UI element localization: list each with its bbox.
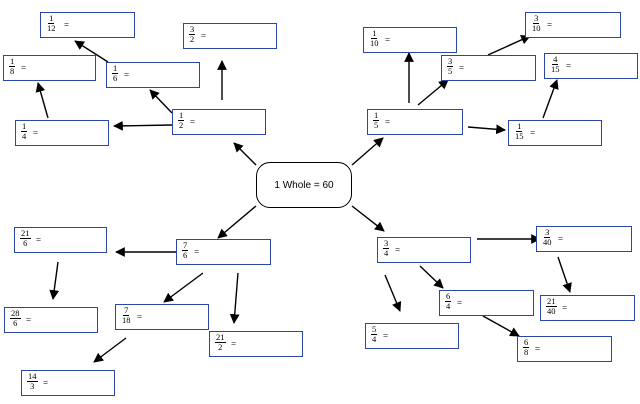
equals-sign: = <box>535 344 541 354</box>
equals-sign: = <box>137 312 143 322</box>
arrow-1-2-to-1-4 <box>113 120 173 131</box>
arrow-center-to-1-5 <box>351 137 384 166</box>
arrow-1-5-to-3-5 <box>417 79 449 106</box>
arrow-1-6-to-1-12 <box>74 40 109 63</box>
arrow-3-4-to-6-4 <box>419 265 444 289</box>
equals-sign: = <box>194 247 200 257</box>
equals-sign: = <box>383 331 389 341</box>
equals-sign: = <box>124 70 130 80</box>
equals-sign: = <box>562 303 568 313</box>
arrow-1-15-to-4-15 <box>542 79 559 119</box>
equals-sign: = <box>43 378 49 388</box>
arrow-6-4-to-6-8 <box>482 315 520 337</box>
equals-sign: = <box>395 245 401 255</box>
arrow-center-to-3-4 <box>351 205 385 232</box>
equals-sign: = <box>459 63 465 73</box>
arrow-1-2-to-1-6 <box>149 89 173 114</box>
center-label: 1 Whole = 60 <box>274 179 334 191</box>
arrow-center-to-1-2 <box>233 142 257 166</box>
equals-sign: = <box>201 31 207 41</box>
equals-sign: = <box>385 35 391 45</box>
arrow-1-4-to-1-8 <box>35 82 49 119</box>
arrow-21-6-to-28-6 <box>49 261 60 300</box>
arrow-7-18-to-14-3 <box>93 337 127 363</box>
equals-sign: = <box>558 234 564 244</box>
equals-sign: = <box>26 315 32 325</box>
arrow-7-6-to-21-2 <box>229 272 240 324</box>
arrow-3-40-to-21-40 <box>557 256 572 293</box>
equals-sign: = <box>21 63 27 73</box>
equals-sign: = <box>33 128 39 138</box>
arrow-7-6-to-7-18 <box>163 272 204 303</box>
equals-sign: = <box>36 235 42 245</box>
arrow-1-5-to-1-15 <box>467 124 506 135</box>
equals-sign: = <box>457 298 463 308</box>
equals-sign: = <box>530 128 536 138</box>
equals-sign: = <box>231 339 237 349</box>
arrow-center-to-7-6 <box>217 205 257 239</box>
arrow-3-4-to-5-4 <box>384 274 402 312</box>
equals-sign: = <box>385 117 391 127</box>
arrow-3-5-to-3-10 <box>487 35 531 56</box>
equals-sign: = <box>64 20 70 30</box>
center-node-whole: 1 Whole = 60 <box>256 162 352 208</box>
equals-sign: = <box>190 117 196 127</box>
equals-sign: = <box>547 20 553 30</box>
equals-sign: = <box>566 61 572 71</box>
